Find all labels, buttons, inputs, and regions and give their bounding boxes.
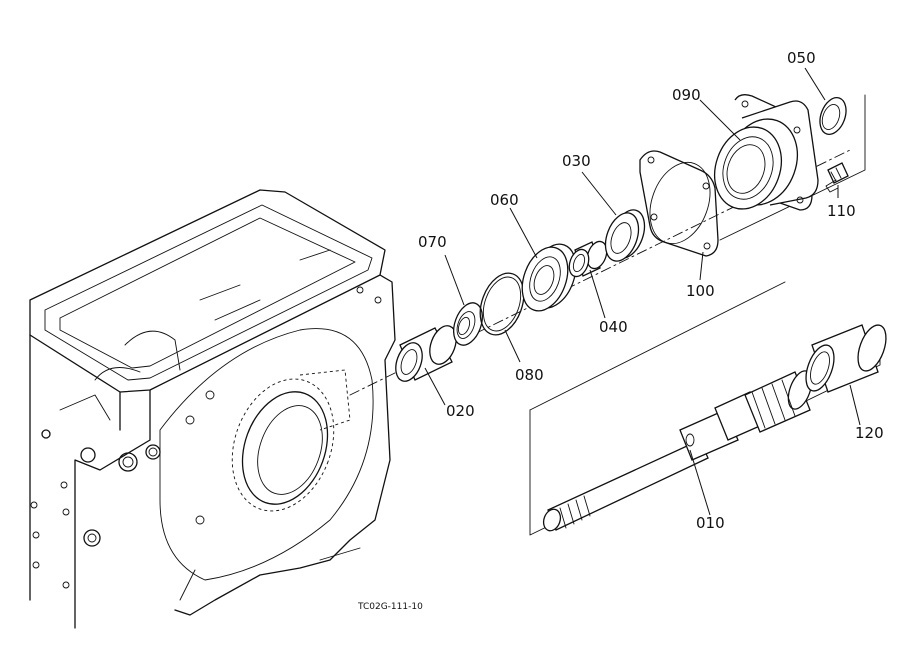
callout-070: 070 (418, 233, 447, 251)
part-090-housing (714, 94, 819, 211)
callout-030: 030 (562, 152, 591, 170)
callout-080: 080 (515, 366, 544, 384)
callout-050: 050 (787, 49, 816, 67)
part-060-ball-bearing (521, 243, 577, 312)
part-020-bushing (395, 325, 457, 382)
part-100-gasket (639, 150, 719, 257)
callout-120: 120 (855, 424, 884, 442)
callout-020: 020 (446, 402, 475, 420)
part-110-bolt (825, 162, 849, 193)
callout-100: 100 (686, 282, 715, 300)
callout-040: 040 (599, 318, 628, 336)
callout-060: 060 (490, 191, 519, 209)
callout-010: 010 (696, 514, 725, 532)
leader-lines (424, 67, 861, 516)
callout-090: 090 (672, 86, 701, 104)
drawing-reference-code: TC02G-111-10 (357, 602, 423, 612)
callout-110: 110 (827, 202, 856, 220)
part-120-sleeve (805, 324, 887, 393)
part-010-shaft (542, 370, 813, 532)
part-040-collar (568, 240, 608, 278)
part-050-oil-seal (819, 97, 847, 135)
transmission-case (29, 189, 396, 629)
part-080-circlip (479, 272, 525, 336)
part-030-oil-seal (604, 209, 646, 262)
part-070-oil-seal (453, 302, 483, 346)
